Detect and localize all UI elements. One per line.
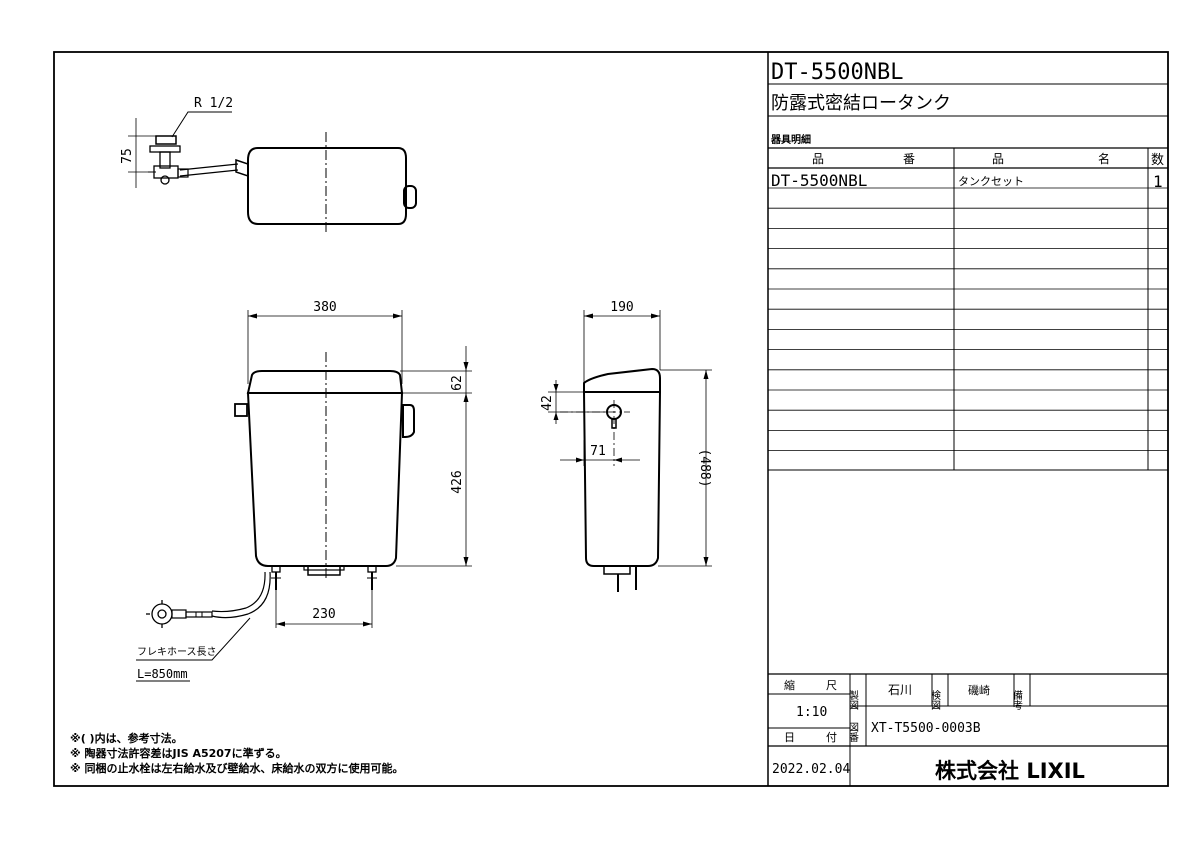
parts-list-label: 器具明細 [770, 133, 811, 146]
side-lid [583, 367, 661, 393]
valve-nut [160, 175, 170, 185]
scale-value: 1:10 [796, 705, 827, 720]
sheet-border [53, 51, 1169, 787]
model-number: DT-5500NBL [771, 60, 903, 85]
checked-by: 磯崎 [968, 683, 990, 697]
flush-lever [402, 404, 415, 438]
lower-stop-valve [146, 600, 213, 628]
body-height-label: 426 [450, 470, 465, 493]
flexible-hose [211, 571, 271, 619]
title-block: DT-5500NBL 防露式密結ロータンク 器具明細 品 番 品 名 数 DT-… [767, 52, 1168, 786]
notes: ※( )内は、参考寸法。 ※ 陶器寸法許容差はJIS A5207に準ずる。 ※ … [70, 731, 404, 775]
inlet-height-label: 42 [540, 395, 555, 411]
dim-arrows [584, 313, 660, 319]
drawing-no: XT-T5500-0003B [871, 721, 981, 736]
tank-lid [246, 370, 404, 394]
valve-flange [149, 145, 181, 153]
tank-top-outline [247, 147, 407, 225]
side-body [582, 391, 662, 567]
mounting-bolt-left [271, 565, 281, 590]
checked-label: 検図 [929, 689, 941, 710]
parts-table: 品 番 品 名 数 DT-5500NBL タンクセット 1 [768, 147, 1168, 471]
valve-stem [159, 151, 171, 169]
drawn-label: 製図 [847, 689, 859, 710]
date-label-a: 日 [784, 731, 795, 744]
valve-height-label: 75 [120, 148, 135, 164]
stop-valve [148, 135, 189, 185]
bolt-spacing-label: 230 [312, 607, 335, 622]
hose-leader [136, 617, 251, 661]
note-1: ※( )内は、参考寸法。 [70, 731, 183, 745]
inlet-fitting [235, 158, 249, 178]
valve-body [171, 609, 187, 619]
date-value: 2022.02.04 [772, 762, 850, 777]
flexible-hose [211, 571, 266, 613]
lid-height-label: 62 [450, 375, 465, 391]
valve-hub [157, 609, 167, 619]
side-outlet [603, 565, 631, 575]
thread-leader [171, 111, 232, 138]
valve-nipple [185, 611, 213, 618]
front-width-label: 380 [313, 300, 336, 315]
front-view: フレキホース長さ L=850mm 380 62 426 230 [136, 300, 472, 682]
scale-label-a: 縮 [784, 678, 795, 692]
drawing-no-label: 図番 [847, 722, 859, 743]
table-row-rules [768, 187, 1168, 452]
dim-arrows [553, 384, 559, 420]
scale-label-b: 尺 [826, 679, 837, 692]
row-part-name: タンクセット [958, 175, 1024, 188]
hose-length: L=850mm [137, 667, 188, 681]
supply-pipe [179, 169, 239, 177]
hose-label: フレキホース長さ [137, 646, 217, 658]
side-view: 190 42 71 (488) [540, 300, 712, 592]
tank-body [246, 392, 404, 567]
note-2: ※ 陶器寸法許容差はJIS A5207に準ずる。 [70, 746, 287, 760]
valve-wheel [151, 603, 173, 625]
supply-pipe [179, 163, 239, 171]
date-label-b: 付 [826, 731, 837, 744]
company-name: 株式会社 LIXIL [935, 759, 1085, 783]
drawn-by: 石川 [888, 683, 912, 697]
info-block: 縮 尺 1:10 日 付 2022.02.04 製図 石川 検図 磯崎 備考 図… [768, 673, 1168, 786]
header-part-no-a: 品 [812, 152, 824, 166]
pipe-thread-label: R 1/2 [194, 96, 233, 111]
valve-cap [155, 135, 177, 145]
top-view: R 1/2 75 [120, 96, 417, 232]
inlet-offset-label: 71 [590, 444, 606, 459]
header-part-no-b: 番 [903, 152, 915, 166]
valve-outlet [177, 168, 189, 178]
inlet-stub [234, 403, 248, 417]
outlet-flange [303, 565, 345, 571]
row-part-no: DT-5500NBL [771, 171, 867, 190]
product-name: 防露式密結ロータンク [771, 93, 951, 114]
header-part-name-b: 名 [1098, 151, 1110, 166]
lever-knob [403, 185, 417, 209]
note-3: ※ 同梱の止水栓は左右給水及び壁給水、床給水の双方に使用可能。 [70, 761, 404, 775]
side-depth-label: 190 [610, 300, 633, 315]
mounting-bolt-right [367, 565, 377, 590]
row-qty: 1 [1153, 172, 1163, 191]
overall-height-label: (488) [697, 448, 712, 487]
remarks-label: 備考 [1011, 689, 1023, 711]
header-qty: 数 [1151, 153, 1164, 168]
header-part-name-a: 品 [992, 152, 1004, 166]
